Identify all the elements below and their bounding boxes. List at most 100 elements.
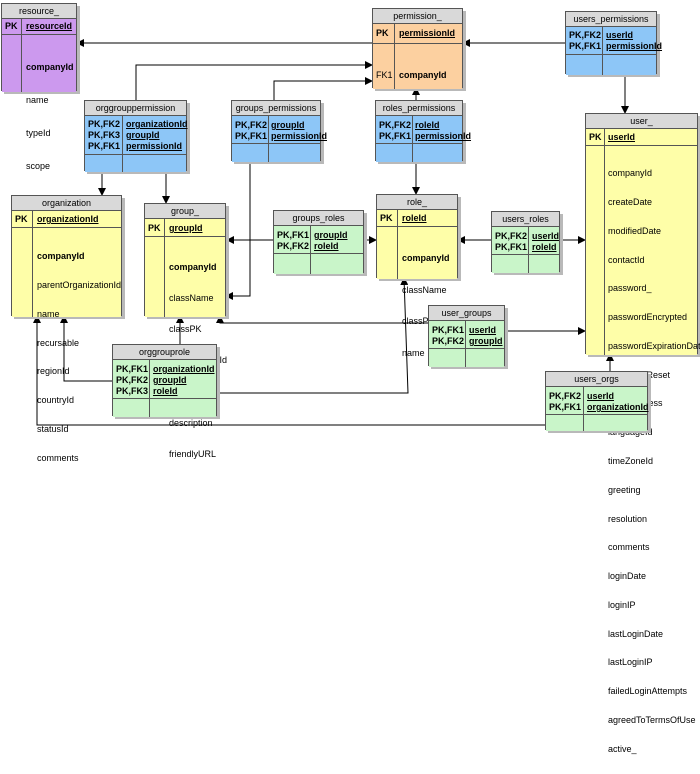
pk-row: PK permissionId [373, 24, 462, 44]
empty-field-row [232, 144, 320, 162]
pk-row: PK roleId [377, 210, 457, 227]
field-list: companyId className classPK parentGroupI… [145, 237, 227, 459]
pk-field: roleId [402, 213, 427, 223]
empty-field-row [566, 55, 656, 75]
pk-row: PK organizationId [12, 211, 121, 228]
rel-orggrouprole-organization [60, 315, 112, 382]
pk-row: PK userId [586, 129, 697, 146]
entity-title: roles_permissions [376, 101, 462, 116]
pk-field: groupId [169, 223, 203, 233]
rel-orggrouprole-role [217, 277, 409, 394]
entity-title: orggrouppermission [85, 101, 186, 116]
entity-title: orggrouprole [113, 345, 216, 360]
er-diagram: resource_ PK resourceId companyId name t… [1, 3, 700, 753]
entity-title: user_ [586, 114, 697, 129]
field-list: companyId className classPK name [377, 227, 457, 358]
empty-field-row [429, 349, 504, 367]
relationship-lines [33, 39, 629, 426]
field-list: companyId parentOrganizationId name recu… [12, 228, 121, 462]
field-values: companyId parentOrganizationId name recu… [37, 251, 122, 463]
entity-title: user_groups [429, 306, 504, 321]
entity-title: users_roles [492, 212, 559, 227]
pk-label: PK [589, 132, 602, 142]
entity-title: role_ [377, 195, 457, 210]
rel-orggroupperm-permission [135, 61, 373, 100]
pk-field: resourceId [26, 21, 73, 31]
pk-label: PK [380, 213, 393, 223]
entity-title: group_ [145, 204, 225, 219]
entity-organization: organization PK organizationId companyId… [11, 195, 122, 462]
entity-role: role_ PK roleId companyId className clas… [376, 194, 458, 358]
pk-field: userId [608, 132, 636, 142]
entity-permission: permission_ PK permissionId FK1 companyI… [372, 8, 463, 146]
pk-row: PK resourceId [2, 19, 76, 35]
rel-usergroups-group [216, 315, 428, 324]
entity-title: groups_roles [274, 211, 363, 226]
entity-title: users_permissions [566, 12, 656, 27]
pk-label: PK [15, 214, 28, 224]
entity-title: resource_ [2, 4, 76, 19]
empty-field-row [113, 399, 216, 417]
pk-label: PK [148, 223, 161, 233]
field-values: companyId className classPK name [402, 253, 450, 358]
field-values: companyId createDate modifiedDate contac… [608, 168, 700, 754]
entity-user: user_ PK userId companyId createDate mod… [585, 113, 700, 753]
rel-groupsperms-permission [273, 77, 373, 100]
fk-label: FK1 [376, 70, 393, 80]
empty-field-row [492, 255, 559, 273]
entity-title: permission_ [373, 9, 462, 24]
entity-title: organization [12, 196, 121, 211]
empty-field-row [274, 254, 363, 274]
rel-usersorgs-organization [33, 315, 545, 426]
empty-field-row [376, 144, 462, 162]
pk-field: permissionId [399, 28, 456, 38]
field-list: companyId createDate modifiedDate contac… [586, 146, 700, 753]
entity-title: groups_permissions [232, 101, 320, 116]
entity-group: group_ PK groupId companyId className cl… [144, 203, 227, 459]
entity-resource: resource_ PK resourceId companyId name t… [1, 3, 77, 204]
empty-field-row [546, 415, 647, 431]
pk-label: PK [5, 21, 18, 31]
empty-field-row [85, 155, 186, 172]
field-list: companyId name typeId scope primKey [2, 35, 76, 204]
pk-row: PK groupId [145, 219, 225, 237]
entity-title: users_orgs [546, 372, 647, 387]
pk-label: PK [376, 28, 389, 38]
pk-field: organizationId [37, 214, 99, 224]
